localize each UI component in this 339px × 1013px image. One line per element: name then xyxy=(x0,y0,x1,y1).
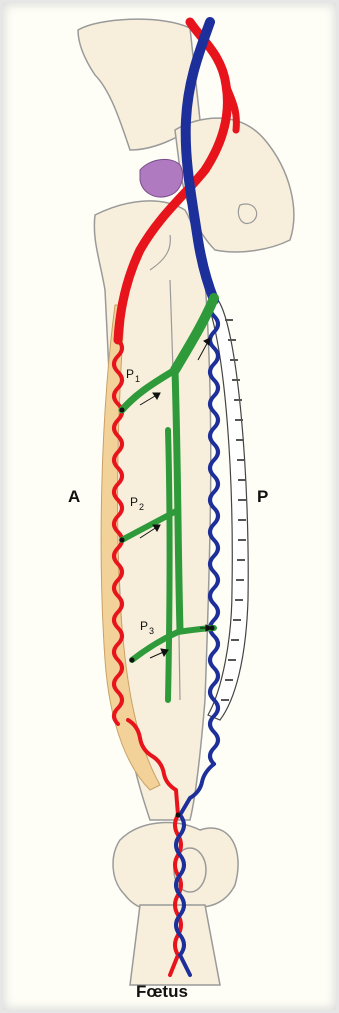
p1-label: P xyxy=(126,367,134,381)
nerve-blob xyxy=(140,159,183,197)
p3-label: P xyxy=(140,619,148,633)
p2-label: P xyxy=(130,495,138,509)
p3-subscript: 3 xyxy=(149,626,154,636)
p1-subscript: 1 xyxy=(135,374,140,384)
anterior-label: A xyxy=(68,487,80,506)
foetus-caption: Fœtus xyxy=(136,982,188,1001)
posterior-label: P xyxy=(257,487,268,506)
p2-subscript: 2 xyxy=(139,502,144,512)
